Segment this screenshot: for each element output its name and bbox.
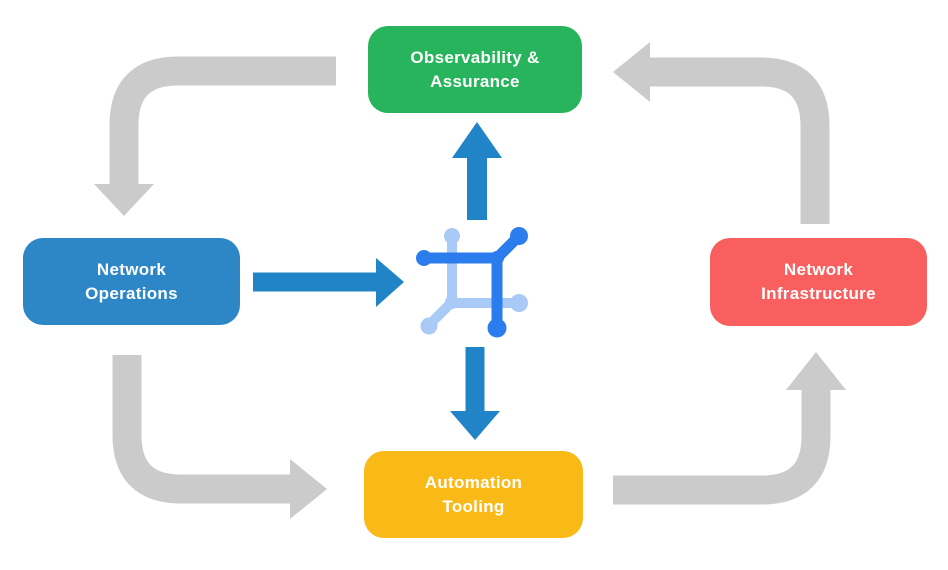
arrowhead-right [376,258,404,307]
node-dot [420,317,438,335]
node-label-line1: Observability & [410,47,540,67]
node-dot [510,227,528,245]
node-label-line1: Network [96,259,167,279]
node-automation-tooling: Automation Tooling [364,451,583,538]
node-observability-assurance: Observability & Assurance [368,26,582,113]
arrowhead-down [94,184,154,216]
arrow-observability-to-operations [94,56,336,216]
arrowhead-down [450,411,500,440]
node-label-line2: Operations [85,283,178,303]
arrowhead-up [452,122,502,158]
arrow-automation-to-infrastructure [613,352,846,505]
node-dot [416,250,432,266]
node-dot [510,294,528,312]
node-dot [487,318,507,338]
arrowhead-up [786,352,846,390]
node-label-line1: Automation [424,472,523,492]
node-network-infrastructure: Network Infrastructure [710,238,927,326]
arrow-operations-to-center [253,258,404,307]
arrow-center-to-automation [450,347,500,440]
arrow-infrastructure-to-observability [613,42,830,224]
node-label-line2: Assurance [430,71,520,91]
node-label-line1: Network [783,260,854,280]
network-fabric-icon [416,227,528,338]
arrow-center-to-observability [452,122,502,220]
node-dot [444,228,460,244]
node-network-operations: Network Operations [23,238,240,325]
node-label-line2: Tooling [442,496,505,516]
node-label-line2: Infrastructure [761,284,876,303]
arrowhead-left [613,42,650,102]
arrow-operations-to-automation [112,355,327,519]
arrowhead-right [290,459,327,519]
